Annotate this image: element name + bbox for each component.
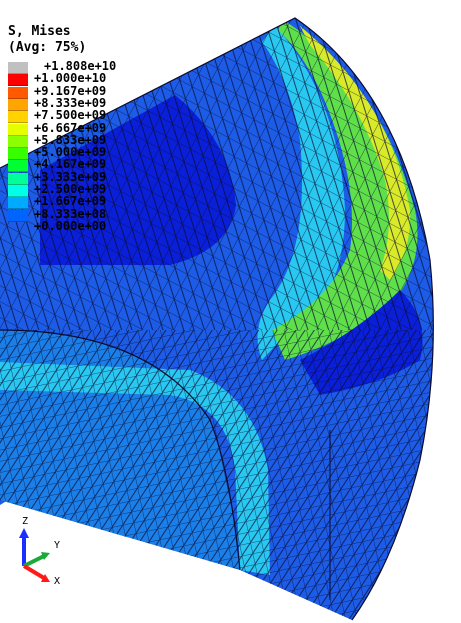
legend-title: S, Mises — [8, 24, 71, 39]
legend-swatch — [8, 98, 28, 111]
legend-value-label: +1.667e+09 — [34, 194, 107, 209]
legend-value-label: +9.167e+09 — [34, 83, 107, 98]
legend-swatch — [8, 185, 28, 197]
legend-value-label: +1.000e+10 — [34, 71, 107, 86]
y-axis-arrow — [23, 554, 45, 568]
legend-value-label: +6.667e+09 — [34, 120, 107, 135]
legend-swatch — [8, 123, 28, 136]
legend-swatch — [8, 135, 28, 148]
axis-triad: Z Y X — [10, 516, 70, 592]
legend-swatch — [8, 197, 28, 210]
legend-value-label: +0.000e+00 — [34, 218, 107, 233]
legend-value-label: +8.333e+08 — [34, 206, 107, 221]
legend-swatch — [8, 160, 28, 173]
legend-value-label: +4.167e+09 — [34, 157, 107, 172]
legend-swatch — [8, 172, 28, 185]
legend-swatch — [8, 209, 28, 222]
legend-value-label: +7.500e+09 — [34, 108, 107, 123]
model-outline — [0, 17, 434, 621]
legend-value-label: +5.833e+09 — [34, 132, 107, 147]
legend-swatch — [8, 86, 28, 99]
y-axis-label: Y — [54, 540, 61, 551]
legend-swatch — [8, 74, 28, 87]
legend-swatch — [8, 111, 28, 124]
legend-value-label: +2.500e+09 — [34, 182, 107, 196]
z-axis-label: Z — [22, 516, 29, 527]
x-axis-arrow — [22, 564, 46, 580]
legend-value-label: +8.333e+09 — [34, 95, 107, 110]
legend-value-label: +5.000e+09 — [34, 145, 107, 160]
z-axis-arrowhead — [19, 528, 29, 538]
x-axis-arrowhead — [41, 574, 50, 582]
legend-value-label: +1.808e+10 — [44, 59, 117, 73]
y-axis-arrowhead — [41, 552, 50, 560]
x-axis-label: X — [54, 576, 61, 587]
legend-subtitle: (Avg: 75%) — [8, 40, 87, 55]
legend-value-label: +3.333e+09 — [34, 169, 107, 184]
legend-swatch — [8, 148, 28, 161]
legend-swatch — [8, 62, 28, 74]
